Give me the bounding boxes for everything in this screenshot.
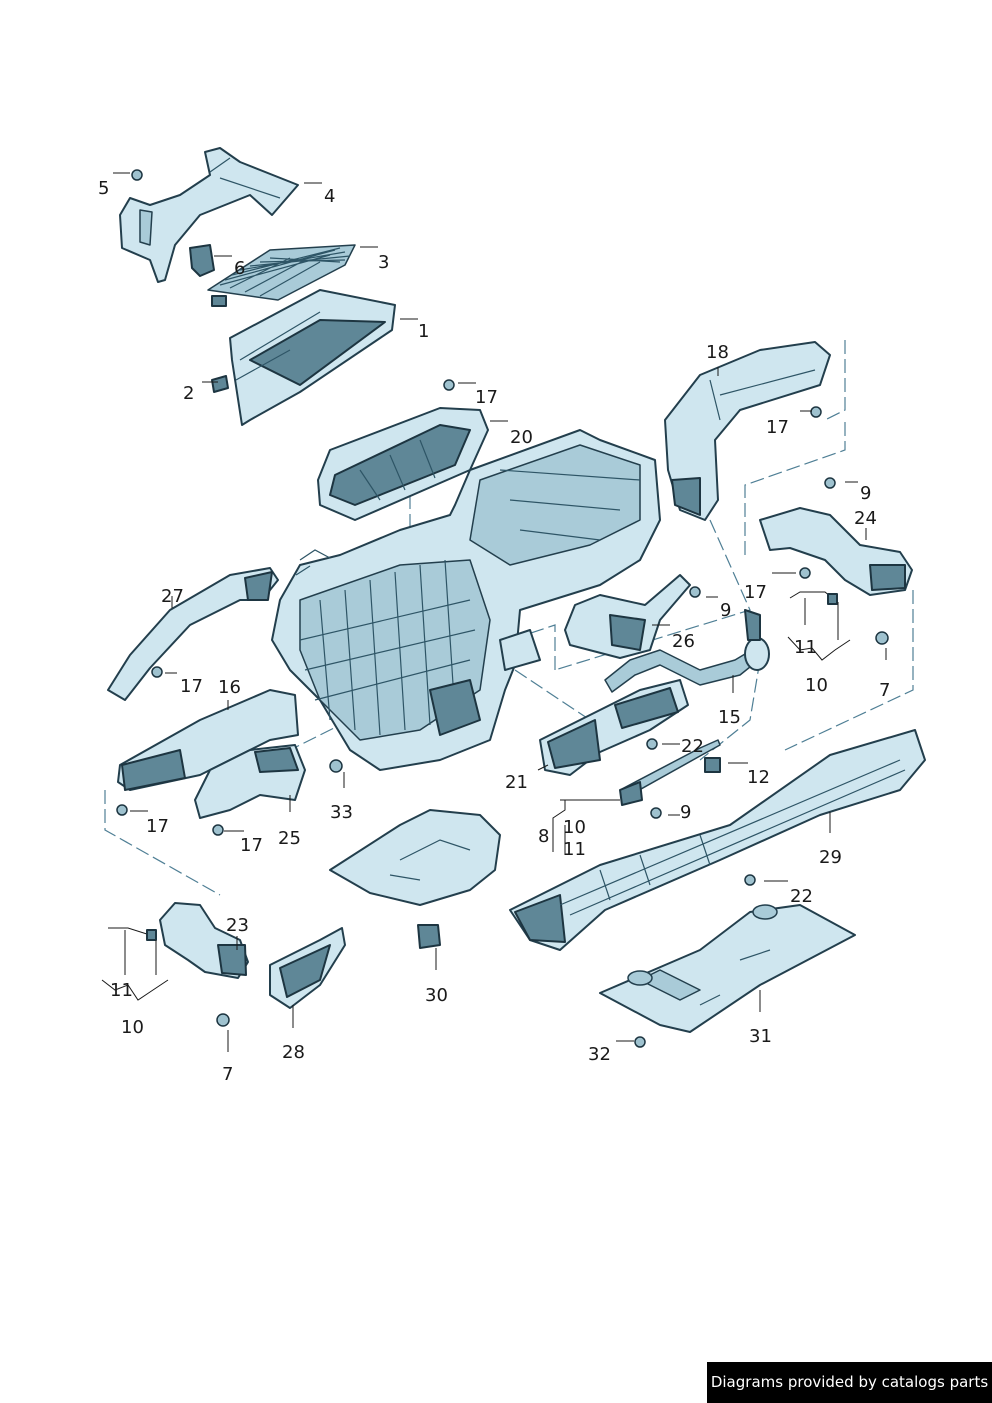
label-27: 27	[161, 586, 184, 607]
fasteners	[116, 169, 889, 1048]
part-23-air-duct	[159, 902, 249, 979]
leader-lines	[101, 172, 887, 1052]
part-6-clip	[189, 244, 215, 277]
label-9b: 9	[720, 600, 731, 621]
label-25: 25	[278, 828, 301, 849]
part-25-air-duct	[194, 744, 306, 819]
part-12-rod	[619, 739, 721, 806]
label-23: 23	[226, 915, 249, 936]
part-labels: 1 2 3 4 5 6 7 7 8 9 9 9 10 10 10 11 11 1…	[98, 178, 890, 1085]
part-28-vent	[269, 927, 346, 1009]
label-17e: 17	[146, 816, 169, 837]
label-20: 20	[510, 427, 533, 448]
part-16-air-duct	[117, 689, 299, 791]
part-24-air-duct	[759, 507, 913, 596]
label-17b: 17	[766, 417, 789, 438]
part-18-air-duct	[664, 341, 831, 521]
label-18: 18	[706, 342, 729, 363]
label-28: 28	[282, 1042, 305, 1063]
part-3-filter-grille	[207, 244, 356, 307]
label-30: 30	[425, 985, 448, 1006]
label-3: 3	[378, 252, 389, 273]
part-21-vent-housing	[539, 679, 689, 776]
label-12: 12	[747, 767, 770, 788]
label-24: 24	[854, 508, 877, 529]
label-16: 16	[218, 677, 241, 698]
label-17d: 17	[180, 676, 203, 697]
label-2: 2	[183, 383, 194, 404]
label-7a: 7	[879, 680, 890, 701]
part-27-air-duct	[107, 567, 279, 701]
label-10a: 10	[805, 675, 828, 696]
label-21: 21	[505, 772, 528, 793]
label-26: 26	[672, 631, 695, 652]
label-6: 6	[234, 258, 245, 279]
part-29-dash-vent	[509, 729, 926, 951]
label-22a: 22	[681, 736, 704, 757]
part-15-drain-hose	[604, 609, 770, 693]
label-1: 1	[418, 321, 429, 342]
label-17a: 17	[475, 387, 498, 408]
footer-credit: Diagrams provided by catalogs parts	[707, 1362, 992, 1403]
label-15: 15	[718, 707, 741, 728]
label-7b: 7	[222, 1064, 233, 1085]
label-8: 8	[538, 826, 549, 847]
label-5: 5	[98, 178, 109, 199]
label-9c: 9	[680, 802, 691, 823]
label-17f: 17	[240, 835, 263, 856]
part-4-air-duct-cover	[119, 147, 299, 283]
label-32: 32	[588, 1044, 611, 1065]
wiring	[108, 591, 838, 941]
label-11b: 11	[563, 839, 586, 860]
part-2-clip	[211, 375, 229, 393]
label-10b: 10	[563, 817, 586, 838]
label-33: 33	[330, 802, 353, 823]
label-10c: 10	[121, 1017, 144, 1038]
label-11a: 11	[794, 637, 817, 658]
label-22b: 22	[790, 886, 813, 907]
label-11c: 11	[110, 980, 133, 1001]
part-26-air-duct	[564, 574, 691, 659]
label-4: 4	[324, 186, 335, 207]
label-9a: 9	[860, 483, 871, 504]
main-hvac-unit	[271, 429, 661, 771]
label-31: 31	[749, 1026, 772, 1047]
part-31-cover-plate	[599, 904, 856, 1033]
part-30-lower-trim	[329, 809, 501, 949]
label-17c: 17	[744, 582, 767, 603]
part-1-filter-housing	[229, 289, 396, 426]
label-29: 29	[819, 847, 842, 868]
